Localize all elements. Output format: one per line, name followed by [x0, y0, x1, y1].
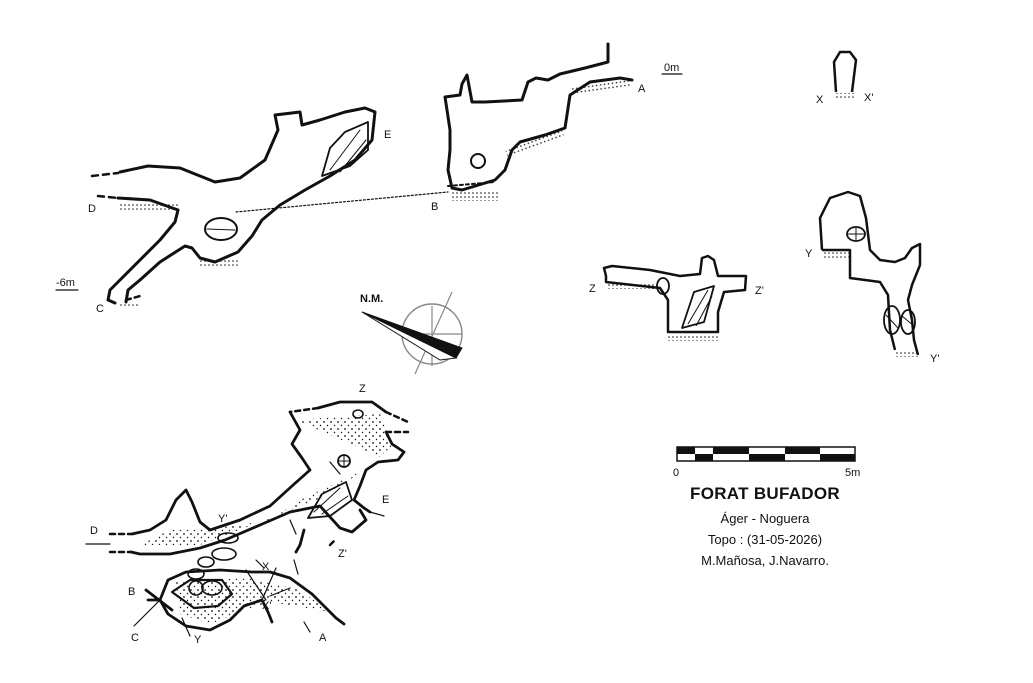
plan-labels: A B C D E X X' Y Y' Z Z' [90, 383, 389, 646]
profile-floor-d-dash [96, 194, 120, 200]
plan-station-d: D [90, 525, 98, 537]
scale-end-label: 5m [845, 467, 860, 479]
plan-view [85, 400, 410, 637]
scale-bar [676, 446, 856, 462]
profile-ceiling-dash [90, 171, 120, 178]
plan-station-c: C [131, 632, 139, 644]
profile-end-c-dash [124, 294, 142, 302]
section-y-left-label: Y [805, 248, 813, 260]
survey-date: Topo : (31-05-2026) [707, 532, 823, 547]
plan-station-a: A [319, 632, 327, 644]
profile-station-a: A [638, 83, 646, 95]
survey-title: FORAT BUFADOR [690, 484, 840, 503]
profile-station-d: D [88, 203, 96, 215]
plan-station-x: X [262, 561, 270, 573]
north-label: N.M. [360, 293, 383, 305]
plan-outline [129, 400, 406, 556]
depth-label-0m: 0m [664, 62, 679, 74]
section-x-left-label: X [816, 94, 824, 106]
profile-labels: 0m -6m A B C D E [56, 62, 679, 315]
section-x-right-label: X' [864, 92, 873, 104]
section-z-right-label: Z' [755, 285, 764, 297]
section-z-left-label: Z [589, 283, 596, 295]
cross-section-x [832, 50, 858, 99]
plan-station-y-prime: Y' [218, 513, 227, 525]
plan-station-z: Z [359, 383, 366, 395]
profile-boulder [470, 153, 486, 169]
profile-step [447, 181, 496, 187]
plan-station-x-prime: X' [262, 600, 271, 612]
survey-location: Áger - Noguera [720, 511, 810, 526]
profile-wall-right [443, 42, 634, 192]
profile-wall-upper [118, 106, 377, 304]
cross-section-z [602, 254, 748, 341]
profile-station-e: E [384, 129, 391, 141]
plan-station-e: E [382, 494, 389, 506]
profile-station-c: C [96, 303, 104, 315]
plan-lower-loop [158, 568, 346, 632]
plan-station-b: B [128, 586, 135, 598]
north-arrow-icon [361, 291, 463, 375]
title-block: FORAT BUFADOR Áger - Noguera Topo : (31-… [660, 484, 870, 571]
profile-block-e [321, 121, 369, 177]
survey-line [235, 191, 449, 213]
survey-authors: M.Mañosa, J.Navarro. [701, 553, 829, 568]
profile-station-b: B [431, 201, 438, 213]
depth-label-6m: -6m [56, 277, 75, 289]
section-y-right-label: Y' [930, 353, 939, 365]
profile-chamber-boulder [204, 217, 238, 241]
scale-start-label: 0 [673, 467, 679, 479]
elevation-profile [55, 42, 683, 308]
plan-station-z-prime: Z' [338, 548, 347, 560]
plan-station-y: Y [194, 634, 202, 646]
profile-wall-lower [106, 208, 180, 305]
cross-section-y [818, 190, 922, 357]
